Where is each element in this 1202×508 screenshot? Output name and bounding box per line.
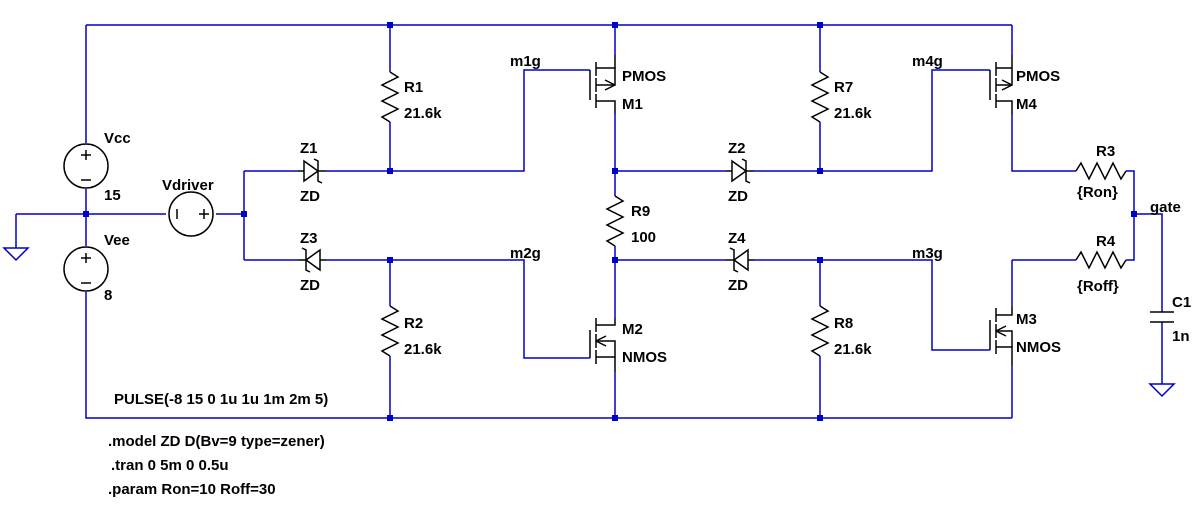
resistor-r4[interactable]	[1075, 250, 1127, 270]
vdriver-source[interactable]	[168, 191, 214, 237]
m4-name-label: M4	[1016, 96, 1037, 113]
m1-name-label: M1	[622, 96, 643, 113]
zener-diode-z1[interactable]	[298, 158, 326, 184]
vdriver-name-label: Vdriver	[162, 177, 214, 194]
junction-dot	[817, 257, 823, 263]
z2-model-label: ZD	[728, 188, 748, 205]
ground-symbol-right	[1148, 383, 1176, 398]
directive-model: .model ZD D(Bv=9 type=zener)	[108, 433, 325, 450]
net-label-m4g: m4g	[912, 53, 943, 70]
r7-name-label: R7	[834, 79, 853, 96]
r8-name-label: R8	[834, 315, 853, 332]
m4-type-label: PMOS	[1016, 68, 1060, 85]
junction-dot	[612, 168, 618, 174]
r3-value-label: {Ron}	[1077, 184, 1118, 201]
vcc-name-label: Vcc	[104, 130, 131, 147]
z4-name-label: Z4	[728, 230, 746, 247]
directive-param: .param Ron=10 Roff=30	[108, 481, 276, 498]
vcc-value-label: 15	[104, 187, 121, 204]
ground-symbol-left	[2, 247, 30, 262]
junction-dot	[817, 415, 823, 421]
net-label-gate: gate	[1150, 199, 1181, 216]
zener-diode-z3[interactable]	[298, 247, 326, 273]
z4-model-label: ZD	[728, 277, 748, 294]
m2-type-label: NMOS	[622, 349, 667, 366]
wires	[15, 24, 1163, 419]
m1-type-label: PMOS	[622, 68, 666, 85]
junction-dot	[387, 22, 393, 28]
z2-name-label: Z2	[728, 140, 746, 157]
vee-source[interactable]	[63, 246, 109, 292]
r8-value-label: 21.6k	[834, 341, 872, 358]
z3-model-label: ZD	[300, 277, 320, 294]
junction-dot	[817, 168, 823, 174]
r4-value-label: {Roff}	[1077, 278, 1119, 295]
r1-name-label: R1	[404, 79, 423, 96]
junction-dot	[612, 415, 618, 421]
r7-value-label: 21.6k	[834, 105, 872, 122]
r2-name-label: R2	[404, 315, 423, 332]
labels: Vcc 15 Vee 8 Vdriver PULSE(-8 15 0 1u 1u…	[104, 53, 1191, 498]
r3-name-label: R3	[1096, 143, 1115, 160]
resistor-r1[interactable]	[380, 71, 400, 123]
resistor-r2[interactable]	[380, 305, 400, 357]
net-label-m1g: m1g	[510, 53, 541, 70]
vee-value-label: 8	[104, 287, 112, 304]
resistor-r7[interactable]	[810, 71, 830, 123]
mosfet-m3[interactable]	[989, 306, 1013, 366]
net-label-m2g: m2g	[510, 245, 541, 262]
junction-dot	[241, 211, 247, 217]
vee-name-label: Vee	[104, 232, 130, 249]
directive-tran: .tran 0 5m 0 0.5u	[111, 457, 229, 474]
junction-dot	[612, 257, 618, 263]
resistor-r8[interactable]	[810, 305, 830, 357]
junction-dot	[387, 415, 393, 421]
z1-model-label: ZD	[300, 188, 320, 205]
resistor-r3[interactable]	[1075, 161, 1127, 181]
r9-name-label: R9	[631, 203, 650, 220]
c1-name-label: C1	[1172, 294, 1191, 311]
junction-dot	[817, 22, 823, 28]
mosfet-m4[interactable]	[989, 55, 1013, 114]
vcc-source[interactable]	[63, 143, 109, 189]
r1-value-label: 21.6k	[404, 105, 442, 122]
z3-name-label: Z3	[300, 230, 318, 247]
mosfet-m2[interactable]	[589, 318, 616, 372]
zener-diode-z4[interactable]	[726, 247, 754, 273]
c1-value-label: 1n	[1172, 328, 1190, 345]
net-label-m3g: m3g	[912, 245, 943, 262]
z1-name-label: Z1	[300, 140, 318, 157]
junction-dot	[83, 211, 89, 217]
r9-value-label: 100	[631, 229, 656, 246]
junction-dot	[1131, 211, 1137, 217]
junction-dot	[387, 257, 393, 263]
vdriver-value-label: PULSE(-8 15 0 1u 1u 1m 2m 5)	[114, 391, 328, 408]
m3-name-label: M3	[1016, 311, 1037, 328]
zener-diode-z2[interactable]	[726, 158, 754, 184]
junction-dots	[83, 22, 1137, 421]
m3-type-label: NMOS	[1016, 339, 1061, 356]
m2-name-label: M2	[622, 321, 643, 338]
r4-name-label: R4	[1096, 233, 1116, 250]
capacitor-c1[interactable]	[1150, 311, 1174, 323]
r2-value-label: 21.6k	[404, 341, 442, 358]
junction-dot	[387, 168, 393, 174]
resistor-r9[interactable]	[605, 195, 625, 247]
mosfet-m1[interactable]	[589, 55, 616, 114]
junction-dot	[612, 22, 618, 28]
